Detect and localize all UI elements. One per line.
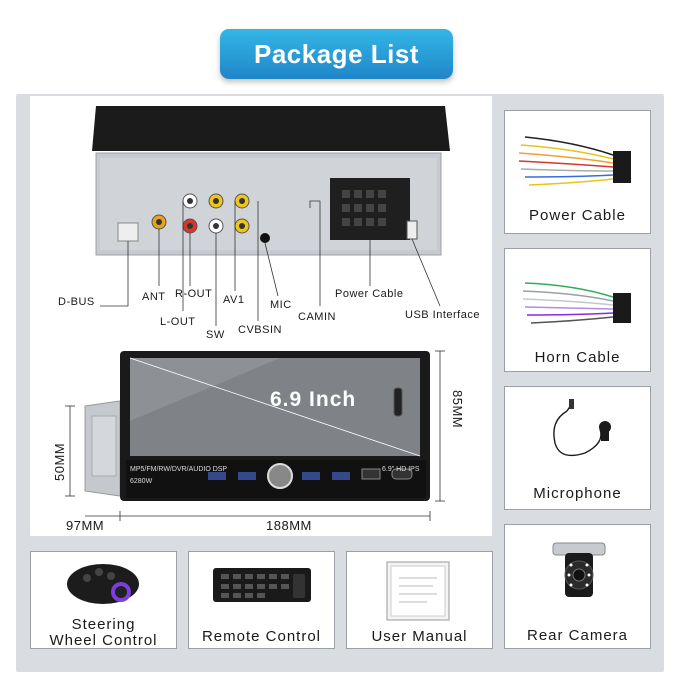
callout-power: Power Cable xyxy=(335,288,404,300)
dimension-body-depth: 97MM xyxy=(66,518,105,533)
steering-label-line1: Steering xyxy=(71,616,136,633)
user-manual-label: User Manual xyxy=(371,628,468,645)
microphone-icon xyxy=(553,399,611,457)
steering-label-line2: Wheel Control xyxy=(49,632,158,649)
item-remote-control: Remote Control xyxy=(188,551,335,649)
remote-control-label: Remote Control xyxy=(201,628,322,645)
back-panel-illustration xyxy=(92,106,450,326)
power-cable-label: Power Cable xyxy=(529,207,626,224)
horn-cable-label: Horn Cable xyxy=(534,349,621,366)
item-user-manual: User Manual xyxy=(346,551,493,649)
page-title: Package List xyxy=(220,29,453,79)
callout-av1: AV1 xyxy=(223,294,245,306)
callout-usb: USB Interface xyxy=(405,309,480,321)
callout-rout: R-OUT xyxy=(175,288,213,300)
item-power-cable: Power Cable xyxy=(504,110,651,234)
rear-camera-icon xyxy=(552,542,606,597)
rear-camera-label: Rear Camera xyxy=(526,627,629,644)
horn-cable-icon xyxy=(522,282,631,324)
screen-size-label: 6.9 Inch xyxy=(270,388,357,411)
power-cable-icon xyxy=(518,136,631,186)
microphone-label: Microphone xyxy=(533,485,622,502)
front-panel-illustration xyxy=(65,350,445,521)
item-rear-camera: Rear Camera xyxy=(504,524,651,649)
callout-sw: SW xyxy=(206,329,225,341)
steering-control-icon xyxy=(67,564,139,604)
item-steering-control: Steering Wheel Control xyxy=(30,551,177,649)
hd-text: 6.9" HD IPS xyxy=(382,466,420,473)
callout-ant: ANT xyxy=(142,291,166,303)
callout-lout: L-OUT xyxy=(160,316,196,328)
item-horn-cable: Horn Cable xyxy=(504,248,651,372)
callout-camin: CAMIN xyxy=(298,311,336,323)
item-microphone: Microphone xyxy=(504,386,651,510)
callout-dbus: D-BUS xyxy=(58,296,95,308)
remote-control-icon xyxy=(213,568,311,602)
user-manual-icon xyxy=(386,561,450,621)
callout-cvbsin: CVBSIN xyxy=(238,324,282,336)
dimension-width: 188MM xyxy=(266,518,312,533)
dimension-height: 85MM xyxy=(450,390,465,429)
model-text: MP5/FM/RW/DVR/AUDIO DSP xyxy=(130,466,228,473)
power-text: 6280W xyxy=(130,478,153,485)
callout-mic: MIC xyxy=(270,299,292,311)
dimension-depth: 50MM xyxy=(52,442,67,481)
main-product-panel: D-BUS ANT L-OUT R-OUT SW AV1 CVBSIN MIC … xyxy=(30,96,492,536)
